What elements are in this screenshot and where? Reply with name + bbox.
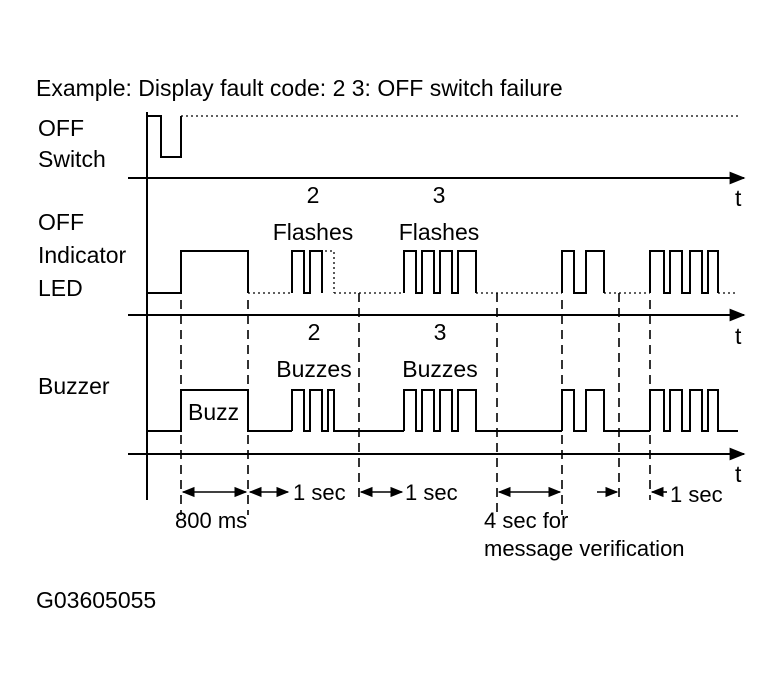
- label-4sec-line1: 4 sec for: [484, 508, 568, 533]
- axis-t-led: t: [735, 323, 742, 349]
- led-3-caption: Flashes: [399, 219, 480, 245]
- buzzer-signal-initial: [147, 389, 292, 432]
- label-1sec-a: 1 sec: [293, 480, 346, 505]
- off-led-label-line1: OFF: [38, 209, 84, 235]
- label-1sec-b: 1 sec: [405, 480, 458, 505]
- figure-id: G03605055: [36, 587, 156, 613]
- axis-t-buzzer: t: [735, 461, 742, 487]
- axis-t-switch: t: [735, 185, 742, 211]
- diagram-title: Example: Display fault code: 2 3: OFF sw…: [36, 75, 563, 101]
- buzzer-pulses-3: [403, 389, 562, 432]
- led-3-count: 3: [433, 182, 446, 208]
- led-pulses-3: [403, 250, 477, 294]
- off-switch-label-line1: OFF: [38, 115, 84, 141]
- led-pulses-2-a: [291, 250, 323, 294]
- led-2-count: 2: [307, 182, 320, 208]
- buzzer-2-caption: Buzzes: [276, 356, 351, 382]
- buzzer-label: Buzzer: [38, 373, 110, 399]
- off-led-label-line2: Indicator: [38, 242, 127, 268]
- led-pulses-repeat-2: [561, 250, 605, 294]
- off-switch-signal: [147, 115, 182, 158]
- buzzer-pulses-repeat-2: [561, 389, 650, 432]
- led-pulses-2-b: [321, 250, 335, 293]
- buzzer-3-count: 3: [434, 319, 447, 345]
- label-1sec-c: 1 sec: [670, 482, 723, 507]
- buzzer-pulses-2: [291, 389, 404, 432]
- buzz-box-label: Buzz: [188, 399, 239, 425]
- label-4sec-line2: message verification: [484, 536, 685, 561]
- buzzer-2-count: 2: [308, 319, 321, 345]
- buzzer-3-caption: Buzzes: [402, 356, 477, 382]
- buzzer-pulses-repeat-3: [649, 389, 738, 432]
- led-pulses-repeat-3: [649, 250, 719, 294]
- label-800ms: 800 ms: [175, 508, 247, 533]
- off-led-label-line3: LED: [38, 275, 83, 301]
- led-2-caption: Flashes: [273, 219, 354, 245]
- led-signal-initial: [147, 250, 249, 294]
- off-switch-label-line2: Switch: [38, 146, 106, 172]
